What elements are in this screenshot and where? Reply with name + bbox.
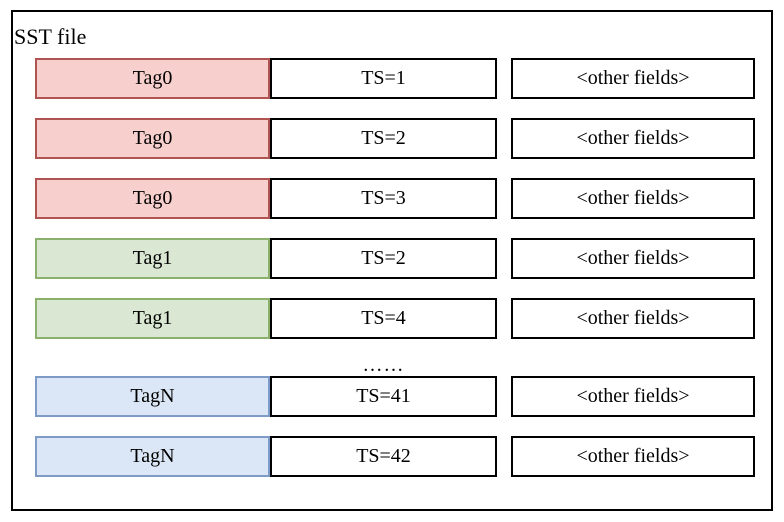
timestamp-cell: TS=1 (270, 58, 497, 99)
cell-gap (497, 238, 511, 279)
cell-gap (497, 58, 511, 99)
tag-cell: TagN (35, 376, 270, 417)
timestamp-cell: TS=2 (270, 118, 497, 159)
timestamp-cell: TS=41 (270, 376, 497, 417)
other-fields-cell: <other fields> (511, 58, 755, 99)
timestamp-cell: TS=42 (270, 436, 497, 477)
tag-cell: Tag0 (35, 178, 270, 219)
other-fields-cell: <other fields> (511, 298, 755, 339)
other-fields-cell: <other fields> (511, 238, 755, 279)
tag-cell: Tag0 (35, 58, 270, 99)
tag-cell: Tag1 (35, 298, 270, 339)
other-fields-cell: <other fields> (511, 376, 755, 417)
other-fields-cell: <other fields> (511, 178, 755, 219)
timestamp-cell: TS=2 (270, 238, 497, 279)
other-fields-cell: <other fields> (511, 118, 755, 159)
cell-gap (497, 376, 511, 417)
cell-gap (497, 178, 511, 219)
tag-cell: Tag0 (35, 118, 270, 159)
other-fields-cell: <other fields> (511, 436, 755, 477)
timestamp-cell: TS=3 (270, 178, 497, 219)
tag-cell: Tag1 (35, 238, 270, 279)
timestamp-cell: TS=4 (270, 298, 497, 339)
ellipsis-label: …… (362, 354, 405, 376)
cell-gap (497, 436, 511, 477)
cell-gap (497, 118, 511, 159)
cell-gap (497, 298, 511, 339)
tag-cell: TagN (35, 436, 270, 477)
sst-file-label: SST file (14, 24, 87, 49)
